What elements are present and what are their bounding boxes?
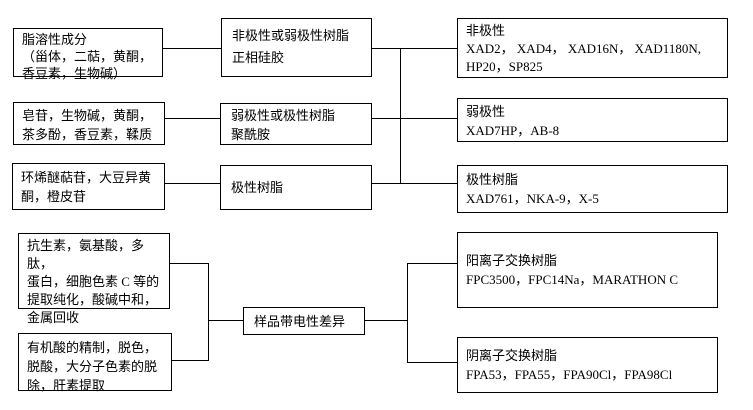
connector-line xyxy=(407,362,457,363)
box-lipid-soluble-components: 脂溶性成分 （甾体，二萜，黄酮， 香豆素，生物碱） xyxy=(13,28,163,81)
connector-line xyxy=(407,263,408,363)
connector-line xyxy=(165,183,220,184)
box-organic-acid-refining: 有机酸的精制，脱色， 脱酸，大分子色素的脱 除，肝素提取 xyxy=(18,333,172,393)
box-nonpolar-resins: 非极性 XAD2， XAD4， XAD16N， XAD1180N, HP20，S… xyxy=(457,18,728,78)
box-cation-exchange-resins: 阳离子交换树脂 FPC3500，FPC14Na，MARATHON C xyxy=(457,232,718,308)
connector-line xyxy=(372,48,457,49)
connector-line xyxy=(365,320,407,321)
box-label: 非极性或弱极性树脂 正相硅胶 xyxy=(232,28,350,65)
connector-line xyxy=(163,48,221,49)
box-anion-exchange-resins: 阴离子交换树脂 FPA53，FPA55，FPA90Cl，FPA98Cl xyxy=(457,337,718,393)
box-label: 有机酸的精制，脱色， 脱酸，大分子色素的脱 除，肝素提取 xyxy=(27,340,158,393)
box-weak-polar-resins: 弱极性 XAD7HP，AB-8 xyxy=(457,98,728,142)
box-label: 极性树脂 xyxy=(231,180,284,195)
connector-line xyxy=(372,183,457,184)
box-polar-resins: 极性树脂 XAD761，NKA-9，X-5 xyxy=(457,165,728,213)
box-label: 环烯醚萜苷，大豆异黄 酮，橙皮苷 xyxy=(21,170,152,204)
box-label: 弱极性或极性树脂 聚酰胺 xyxy=(231,108,336,142)
box-iridoid-glycosides: 环烯醚萜苷，大豆异黄 酮，橙皮苷 xyxy=(12,163,165,210)
connector-line xyxy=(400,48,401,184)
box-saponins-alkaloids-flavones: 皂苷，生物碱，黄酮， 茶多酚，香豆素，鞣质 xyxy=(13,102,165,145)
box-label: 抗生素，氨基酸，多肽， 蛋白，细胞色素 C 等的 提取纯化，酸碱中和， 金属回收 xyxy=(27,238,160,325)
box-label: 脂溶性成分 （甾体，二萜，黄酮， 香豆素，生物碱） xyxy=(22,32,153,81)
connector-line xyxy=(372,118,457,119)
box-label: 阴离子交换树脂 FPA53，FPA55，FPA90Cl，FPA98Cl xyxy=(466,348,673,382)
connector-line xyxy=(407,263,457,264)
box-label: 极性树脂 XAD761，NKA-9，X-5 xyxy=(466,172,599,206)
box-label: 弱极性 XAD7HP，AB-8 xyxy=(466,104,560,138)
connector-line xyxy=(172,360,208,361)
connector-line xyxy=(170,263,208,264)
box-label: 非极性 XAD2， XAD4， XAD16N， XAD1180N, HP20，S… xyxy=(466,23,701,74)
box-sample-charge-difference: 样品带电性差异 xyxy=(243,307,365,335)
box-weak-polar-or-polar-resin: 弱极性或极性树脂 聚酰胺 xyxy=(220,103,372,145)
box-label: 皂苷，生物碱，黄酮， 茶多酚，香豆素，鞣质 xyxy=(22,108,153,142)
box-label: 样品带电性差异 xyxy=(254,313,346,329)
box-antibiotics-amino-acids: 抗生素，氨基酸，多肽， 蛋白，细胞色素 C 等的 提取纯化，酸碱中和， 金属回收 xyxy=(18,233,170,325)
box-polar-resin: 极性树脂 xyxy=(220,165,372,210)
connector-line xyxy=(165,118,220,119)
connector-line xyxy=(208,263,209,361)
box-nonpolar-or-weak-polar-resin: 非极性或弱极性树脂 正相硅胶 xyxy=(221,18,372,77)
connector-line xyxy=(208,320,243,321)
box-label: 阳离子交换树脂 FPC3500，FPC14Na，MARATHON C xyxy=(466,253,679,287)
